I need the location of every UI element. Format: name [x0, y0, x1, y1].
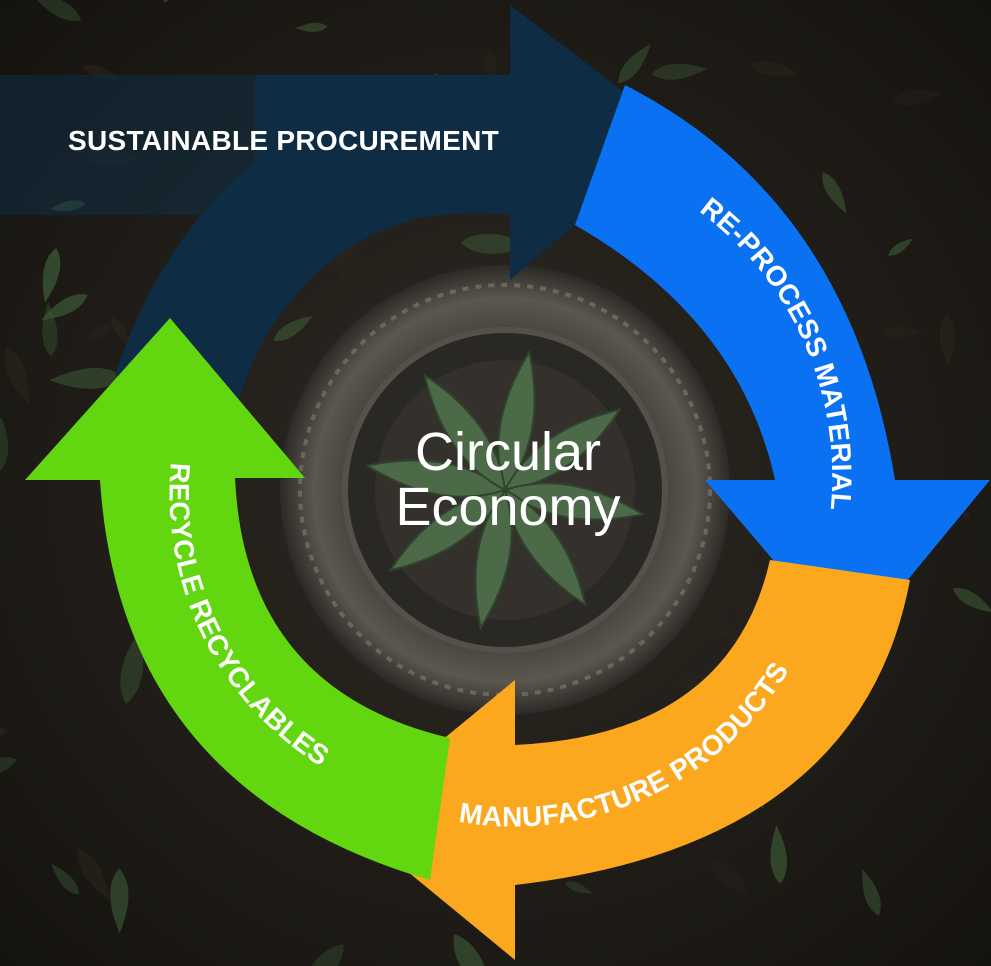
background-leaf — [706, 858, 748, 894]
plant-in-tire-icon — [280, 265, 730, 715]
background-leaf — [42, 248, 61, 303]
background-leaf — [618, 44, 651, 84]
background-leaf — [51, 863, 79, 895]
background-leaf — [41, 294, 88, 320]
background-leaf — [710, 617, 745, 646]
background-leaf — [651, 63, 708, 80]
background-leaf — [110, 868, 129, 934]
plant-leaf — [474, 487, 513, 631]
background-leaf — [0, 757, 17, 776]
center-title-line2: Economy — [395, 477, 620, 537]
background-leaf — [888, 238, 914, 256]
background-leaf — [565, 881, 593, 894]
procurement-band — [0, 75, 255, 215]
background-leaf — [77, 849, 111, 901]
background-leaf — [30, 0, 82, 22]
re-process-materials-arrow — [575, 85, 990, 650]
background-leaf — [120, 629, 144, 704]
background-leaf — [4, 347, 29, 405]
background-leaf — [892, 90, 943, 106]
background-leaf — [770, 825, 788, 884]
background-leaf — [750, 60, 800, 77]
plant-leaf — [502, 482, 646, 521]
recycle-recyclables-arrow — [25, 318, 450, 880]
background-leaf — [273, 315, 313, 342]
plant-leaf — [388, 488, 507, 572]
plant-leaf — [503, 488, 587, 607]
background-leaf — [880, 326, 923, 339]
background-leaf — [0, 416, 9, 471]
background-leaf — [939, 313, 955, 367]
sustainable-procurement-arrow — [115, 5, 680, 430]
plant-leaf — [364, 459, 508, 498]
background-leaf — [88, 320, 115, 341]
background-leaf — [111, 317, 130, 347]
background-leaf — [862, 868, 881, 916]
background-leaf — [953, 588, 991, 613]
plant-leaf — [497, 349, 536, 493]
plant-leaf — [423, 373, 507, 492]
plant-leaf — [503, 408, 622, 492]
background-leaf — [453, 934, 494, 966]
background-leaf — [49, 367, 123, 389]
center-title-line1: Circular — [415, 422, 601, 482]
manufacture-products-arrow — [345, 560, 910, 960]
background-leaf — [295, 944, 344, 966]
background-leaf — [822, 172, 847, 214]
background-leaf — [735, 560, 754, 619]
step-label-sustainable-procurement: SUSTAINABLE PROCUREMENT — [68, 125, 499, 156]
background-leaf — [295, 22, 328, 32]
